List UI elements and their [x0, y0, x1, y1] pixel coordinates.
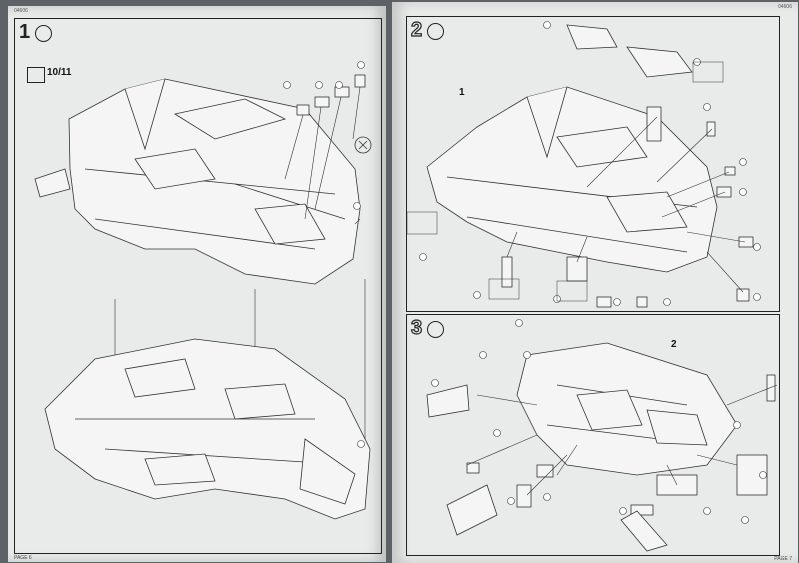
step-3-panel: 3 2 — [406, 314, 780, 556]
hull-illustration — [426, 24, 718, 273]
step-number: 3 — [410, 316, 423, 339]
small-parts — [296, 74, 372, 154]
part-label: 2 — [671, 339, 677, 350]
glue-icon — [427, 23, 444, 40]
hull-top-illustration — [34, 78, 361, 285]
step-2-drawing — [407, 21, 761, 308]
page-code: 04606 — [778, 4, 792, 10]
small-parts — [501, 106, 754, 308]
arrow-right-icon — [27, 67, 45, 83]
hull-bottom-illustration — [44, 338, 371, 520]
step-number: 2 — [410, 18, 423, 41]
step-3-drawing — [426, 319, 778, 552]
step-reference: 10/11 — [47, 67, 72, 78]
step-2-panel: 2 1 — [406, 16, 780, 312]
step-1-panel: 1 10/11 — [14, 18, 382, 554]
page-code: 04606 — [14, 8, 28, 14]
left-page: 04606 1 10/11 — [8, 6, 386, 562]
glue-icon — [35, 25, 52, 42]
right-page: 04606 2 1 — [392, 2, 798, 563]
part-label: 1 — [459, 87, 465, 98]
cockpit-illustration — [516, 342, 738, 476]
step-1-drawing — [34, 61, 372, 520]
step-number: 1 — [19, 21, 31, 43]
page-footer: PAGE 7 — [774, 556, 792, 562]
glue-icon — [427, 321, 444, 338]
page-footer: PAGE 6 — [14, 555, 32, 561]
